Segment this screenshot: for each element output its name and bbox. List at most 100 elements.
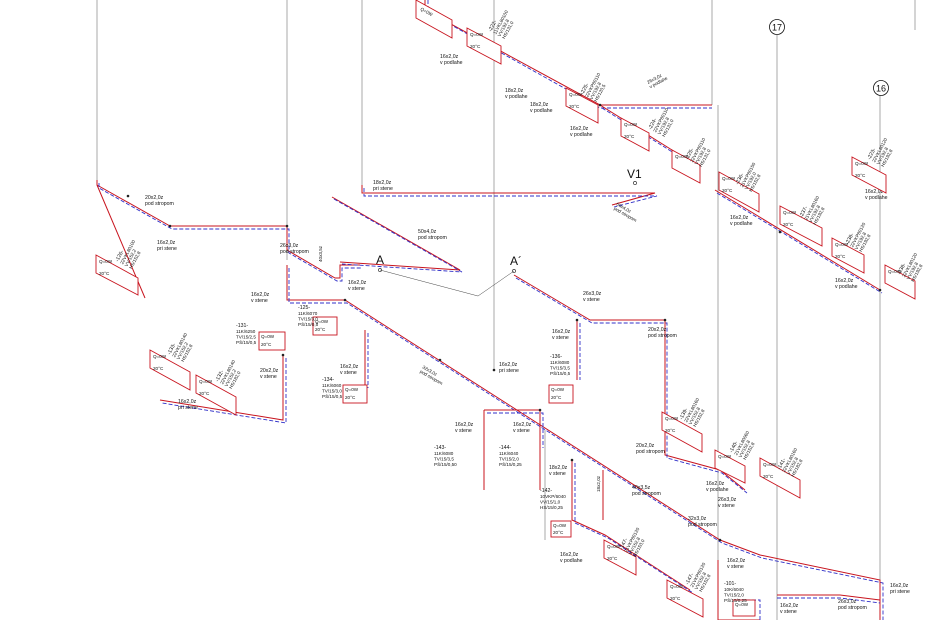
radiator-tag: 20°C [607,556,618,561]
radiator: Q=0W 20°C [851,156,887,194]
radiator-id: -139- [678,407,689,421]
pipe-label: 16x2,0z [552,329,571,335]
radiator-id: -224- [647,117,658,131]
pipe-label: 16x2,0z [157,240,176,246]
pipe-label: v stene [340,370,357,376]
radiator-id: -147- [618,537,629,551]
valve-tag: 20°C [345,395,356,400]
radiator-tag: Q=0W [718,454,732,459]
valve-spec: PŠ/15/0,25 [499,461,522,467]
pipe-label: 16x2,0z [570,126,589,132]
radiator-tag: Q=0W [665,416,679,421]
pipe-label: 16x2,0z [499,362,518,368]
pipe-label: v stene [455,428,472,434]
pipe-label: v stene [727,564,744,570]
valve-spec: PŠ/15/0,5 [322,393,343,399]
pipe-label: pri stene [890,589,910,595]
valve-spec: TV/15/2,0 [499,457,519,462]
valve-id: -125- [298,305,310,311]
pipe-label: v stene [348,286,365,292]
valve-id: -143- [434,445,446,451]
pipe-label: pod stropom [636,449,665,455]
radiator-id: -225- [684,147,695,161]
valve-spec: HS/15/0,25 [540,505,563,510]
junction-dots [126,103,882,542]
pipe-label: pod stropom [632,491,661,497]
radiator-tag: 20°C [835,254,846,259]
pipe-labels: 16x2,0zv podlahe 18x2,0zv podlahe 18x2,0… [145,54,910,615]
radiator-tag: Q=0W [722,176,736,181]
radiator-tag: 20°C [722,188,733,193]
radiator-id: -237- [798,205,809,219]
valve-id: -144- [499,445,511,451]
valve-tag: Q=0W [315,319,329,324]
valve-spec: 11K/6250 [236,329,256,334]
pipe-label: 16x2,0z [835,278,854,284]
pipe-label: pod stropom [688,522,717,528]
radiator-tag: Q=0W [569,92,583,97]
radiator: Q=0W 20°C [620,117,650,152]
pipe-label: v stene [718,503,735,509]
pipe-label: v podlahe [530,108,553,114]
radiator-id: -141- [776,457,787,471]
pipe-label: pod stropom [418,235,447,241]
valve-spec: PŠ/15/0,25 [724,597,747,603]
pipe-label: v podlahe [505,94,528,100]
pipe-label: 50x4,0z [418,229,437,235]
pipe-label: 16x2,0z [251,292,270,298]
valve-tag: 20°C [551,395,562,400]
radiator-tag: 20°C [783,222,794,227]
pipe-label: pod stropom [648,333,677,339]
pipe-label: v stene [251,298,268,304]
valve-id: -136- [550,354,562,360]
valve-spec: 10K/6040 [724,587,744,592]
pipe-label: v podlahe [835,284,858,290]
radiator-id: -225- [579,82,590,96]
pipe-label: v podlahe [706,487,729,493]
pipe-label: pod stropom [145,201,174,207]
pipe-label: 16x2,0z [706,481,725,487]
valve-id: -101- [724,581,736,587]
pipe-label: v podlahe [865,195,888,201]
radiator: Q=0W 20°C [466,27,502,65]
pipe-label: v podlahe [560,558,583,564]
radiator-tag: Q=0W [199,379,213,384]
pipe-label: 16x2,0z [730,215,749,221]
radiator: Q=0W 20°C [779,205,823,247]
radiator: Q=0W 20°C [95,254,139,296]
pipe-label: v stene [513,428,530,434]
radiator: Q=0W 20°C [603,539,637,576]
pipe-label: 16x2,0z [178,399,197,405]
vertical-risers [96,0,916,620]
section-link-a [379,269,515,297]
radiator: Q=0W 20°C [759,457,801,499]
valve-tag: Q=0W [553,523,567,528]
valve-id: -142- [540,488,552,494]
pipe-label: pod stropom [280,249,309,255]
radiator-tag: Q=0W [624,122,638,127]
valve-tag: Q=0W [345,387,359,392]
radiator-tag: Q=0W [470,32,484,37]
pipe-label: 20x2,0z [260,368,279,374]
pipe-label: 18x2,0z [596,475,601,492]
radiator-tag: 20°C [569,104,580,109]
radiator: Q=0W 20°C [195,374,237,416]
pipe-label: 16x2,0z [455,422,474,428]
radiator-id: -147- [684,572,695,586]
radiator-tag: Q=0W [783,210,797,215]
pipe-label: v podlahe [440,60,463,66]
valve-spec: TV/15/3,0 [298,317,318,322]
valve-tag: 20°C [261,342,272,347]
radiator-id: -133- [166,342,177,356]
pipe-label: 16x2,0z [348,280,367,286]
pipe-label: 26x3,0z [718,497,737,503]
valve-id: -134- [322,377,334,383]
radiator-tag: Q=0W [675,154,689,159]
radiator-id: -238- [844,232,855,246]
radiator-tag: Q=0W [835,242,849,247]
pipe-label: 16x2,0z [727,558,746,564]
